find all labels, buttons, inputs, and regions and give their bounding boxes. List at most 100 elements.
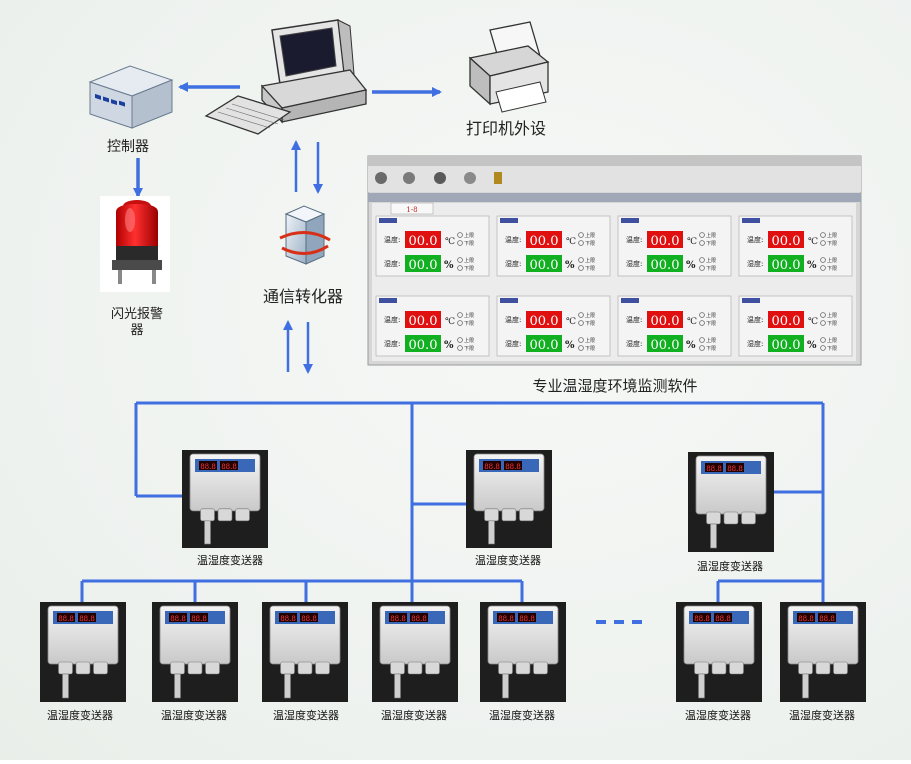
transmitter-device: 88.8 88.8 [688,452,774,552]
temp-unit: ℃ [808,237,818,247]
humi-label: 湿度: [384,339,400,348]
temp-display [768,231,804,248]
upper-limit-indicator [578,232,584,238]
transmitter-temp-readout: 88.8 [200,463,216,471]
alarm-label: 闪光报警器 [111,306,163,338]
upper-limit-label: 上限 [585,232,595,239]
humi-value: 00.0 [772,338,801,353]
temp-unit: ℃ [687,237,697,247]
upper-limit-indicator [820,312,826,318]
lower-limit-label: 下限 [827,240,837,247]
alarm-beacon-icon [100,196,170,292]
upper-limit-indicator [457,232,463,238]
upper-limit-indicator [457,337,463,343]
lower-limit-indicator [699,345,705,351]
upper-limit-label: 上限 [706,257,716,264]
upper-limit-label: 上限 [585,312,595,319]
cable-gland [484,508,499,522]
humi-display [647,255,683,272]
upper-limit-label: 上限 [706,337,716,344]
cable-gland [498,661,513,675]
upper-limit-label: 上限 [827,257,837,264]
transmitter-humi-readout: 88.8 [727,465,743,473]
temp-label: 温度: [626,315,642,324]
software-window: 1-8 温度:00.0℃上限下限湿度:00.0%上限下限温度:00.0℃上限下限… [367,155,862,366]
humi-display [768,255,804,272]
temp-display [768,311,804,328]
converter-icon [279,205,331,265]
sensor-probe [710,523,717,549]
temp-value: 00.0 [772,234,801,249]
controller-label: 控制器 [107,139,149,155]
upper-limit-indicator [457,312,463,318]
transmitter-label: 温湿度变送器 [685,708,751,722]
lower-limit-label: 下限 [706,320,716,327]
humi-value: 00.0 [530,258,559,273]
humi-display [768,335,804,352]
software-menu-bar [368,156,861,166]
cable-gland [723,511,739,525]
software-toolbar [368,166,861,192]
humi-unit: % [807,340,817,351]
upper-limit-label: 上限 [464,337,474,344]
humi-display [647,335,683,352]
temp-label: 温度: [505,235,521,244]
sensor-probe [502,673,509,699]
cable-gland [235,508,250,522]
transmitter-humi-readout: 88.8 [221,463,237,471]
humi-value: 00.0 [772,258,801,273]
computer-icon [204,19,368,135]
cable-gland [390,661,405,675]
upper-limit-label: 上限 [464,232,474,239]
cable-gland [75,661,91,675]
temp-display [405,231,441,248]
cable-gland [187,661,203,675]
transmitter-humi-readout: 88.8 [79,615,95,623]
transmitter-temp-readout: 88.8 [58,615,74,623]
lower-limit-indicator [699,265,705,271]
software-tab: 1-8 [406,206,417,214]
temp-unit: ℃ [445,237,455,247]
cable-gland [519,508,534,522]
channel-header [500,298,518,303]
lower-limit-indicator [578,265,584,271]
temp-value: 00.0 [409,314,438,329]
transmitter-temp-readout: 88.8 [706,465,722,473]
channel-header [742,218,760,223]
humi-unit: % [807,260,817,271]
temp-label: 温度: [505,315,521,324]
channel-header [742,298,760,303]
lower-limit-label: 下限 [464,320,474,327]
transmitter-temp-readout: 88.8 [280,615,296,623]
channel-header [500,218,518,223]
transmitter-humi-readout: 88.8 [519,615,535,623]
temp-value: 00.0 [651,234,680,249]
cable-gland [205,661,220,675]
transmitter-temp-readout: 88.8 [390,615,406,623]
lower-limit-indicator [457,265,463,271]
temp-display [526,311,562,328]
cable-gland [741,511,756,525]
cable-gland [501,508,517,522]
humi-display [526,255,562,272]
lower-limit-indicator [820,265,826,271]
humi-unit: % [565,260,575,271]
sensor-probe [698,673,705,699]
software-label: 专业温湿度环境监测软件 [532,377,697,395]
upper-limit-label: 上限 [585,257,595,264]
humi-label: 湿度: [505,339,521,348]
upper-limit-indicator [457,257,463,263]
lower-limit-indicator [820,240,826,246]
channel-header [621,218,639,223]
lower-limit-label: 下限 [464,265,474,272]
upper-limit-indicator [699,257,705,263]
cable-gland [694,661,709,675]
humi-label: 湿度: [626,259,642,268]
lower-limit-label: 下限 [585,320,595,327]
upper-limit-label: 上限 [706,312,716,319]
channel-header [621,298,639,303]
